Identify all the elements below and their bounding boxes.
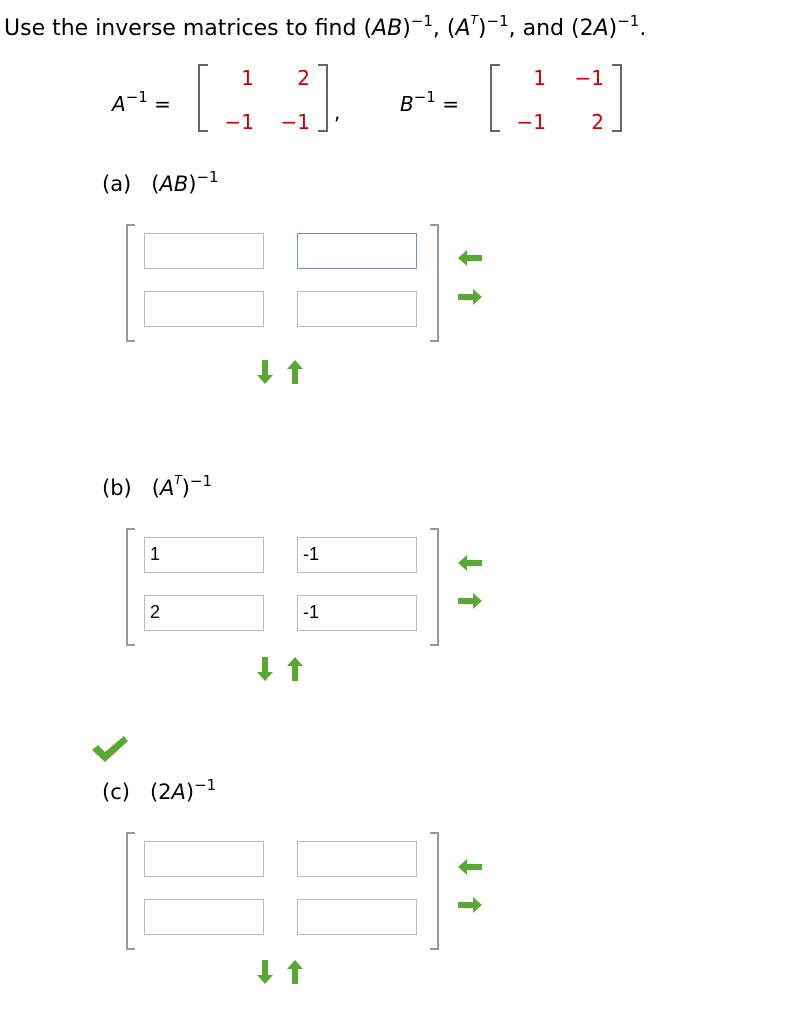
arrow-down-icon[interactable] [254, 655, 276, 683]
b-inverse-right-bracket [612, 64, 622, 132]
a-inverse-label: A−1 = [112, 88, 171, 116]
arrow-up-icon[interactable] [284, 958, 306, 986]
matrix-left-bracket [126, 528, 135, 646]
part-b-cell-r1c2[interactable]: -1 [297, 537, 417, 573]
a-inverse-value: 2 [297, 66, 310, 90]
arrow-left-icon[interactable] [456, 552, 484, 574]
matrix-right-bracket [430, 832, 439, 950]
a-inverse-value: −1 [280, 110, 310, 134]
part-b-label: (b) (AT)−1 [102, 472, 212, 500]
part-b-cell-r1c1[interactable]: 1 [144, 537, 264, 573]
arrow-right-icon[interactable] [456, 286, 484, 308]
a-inverse-value: −1 [224, 110, 254, 134]
part-a-label: (a) (AB)−1 [102, 168, 219, 196]
arrow-down-icon[interactable] [254, 358, 276, 386]
part-c-cell-r2c1[interactable] [144, 899, 264, 935]
part-a-cell-r1c1[interactable] [144, 233, 264, 269]
a-inverse-value: 1 [241, 66, 254, 90]
arrow-up-icon[interactable] [284, 655, 306, 683]
separator-comma: , [334, 100, 341, 124]
a-inverse-right-bracket [318, 64, 328, 132]
b-inverse-value: 2 [591, 110, 604, 134]
part-b-cell-r2c1[interactable]: 2 [144, 595, 264, 631]
b-inverse-label: B−1 = [400, 88, 459, 116]
question-prompt: Use the inverse matrices to find (AB)−1,… [4, 12, 647, 41]
b-inverse-left-bracket [490, 64, 500, 132]
part-c-cell-r2c2[interactable] [297, 899, 417, 935]
arrow-left-icon[interactable] [456, 856, 484, 878]
matrix-left-bracket [126, 832, 135, 950]
matrix-left-bracket [126, 224, 135, 342]
part-a-cell-r2c2[interactable] [297, 291, 417, 327]
checkmark-icon [92, 736, 128, 762]
b-inverse-value: −1 [516, 110, 546, 134]
arrow-up-icon[interactable] [284, 358, 306, 386]
matrix-right-bracket [430, 224, 439, 342]
part-c-cell-r1c2[interactable] [297, 841, 417, 877]
matrix-right-bracket [430, 528, 439, 646]
arrow-right-icon[interactable] [456, 894, 484, 916]
b-inverse-value: 1 [533, 66, 546, 90]
arrow-right-icon[interactable] [456, 590, 484, 612]
part-c-label: (c) (2A)−1 [102, 776, 217, 804]
part-c-cell-r1c1[interactable] [144, 841, 264, 877]
b-inverse-value: −1 [574, 66, 604, 90]
arrow-left-icon[interactable] [456, 247, 484, 269]
part-a-cell-r2c1[interactable] [144, 291, 264, 327]
a-inverse-left-bracket [198, 64, 208, 132]
arrow-down-icon[interactable] [254, 958, 276, 986]
part-a-cell-r1c2[interactable] [297, 233, 417, 269]
part-b-cell-r2c2[interactable]: -1 [297, 595, 417, 631]
